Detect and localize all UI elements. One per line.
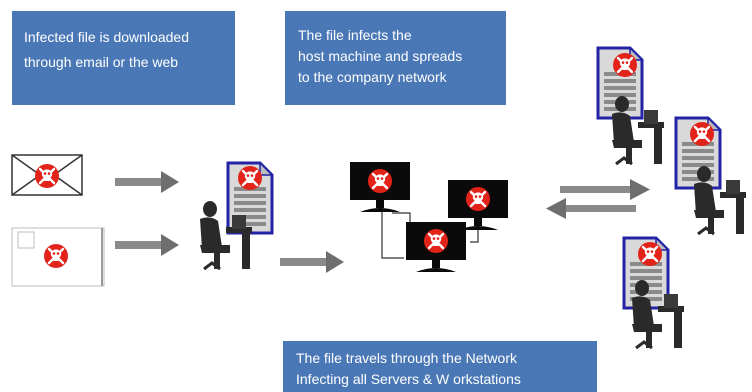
caption-travel-line-1: The file travels through the Network [296,350,517,366]
envelope-icon [11,154,83,196]
bidirectional-arrow-icon [546,179,650,219]
caption-travel: The file travels through the Network Inf… [283,341,597,392]
arrow-right-icon [280,251,344,273]
arrow-right-icon [115,234,179,256]
server-icon [622,236,670,310]
caption-download-line-2: through email or the web [24,54,179,70]
network-cable [381,205,479,259]
caption-infect-line-3: to the company network [298,69,447,85]
caption-travel-line-2: Infecting all Servers & W orkstations [296,371,521,387]
skull-icon [236,164,264,192]
caption-download-line-1: Infected file is downloaded [24,29,189,45]
monitor-icon [406,222,466,272]
caption-download: Infected file is downloaded through emai… [12,11,235,105]
caption-infect-line-2: host machine and spreads [298,48,463,64]
caption-infect-line-1: The file infects the [298,27,412,43]
web-page-icon [11,227,105,287]
skull-icon [42,242,70,270]
monitor-icon [350,162,410,212]
arrow-right-icon [115,171,179,193]
caption-infect: The file infects the host machine and sp… [285,11,506,105]
skull-icon [33,162,61,190]
